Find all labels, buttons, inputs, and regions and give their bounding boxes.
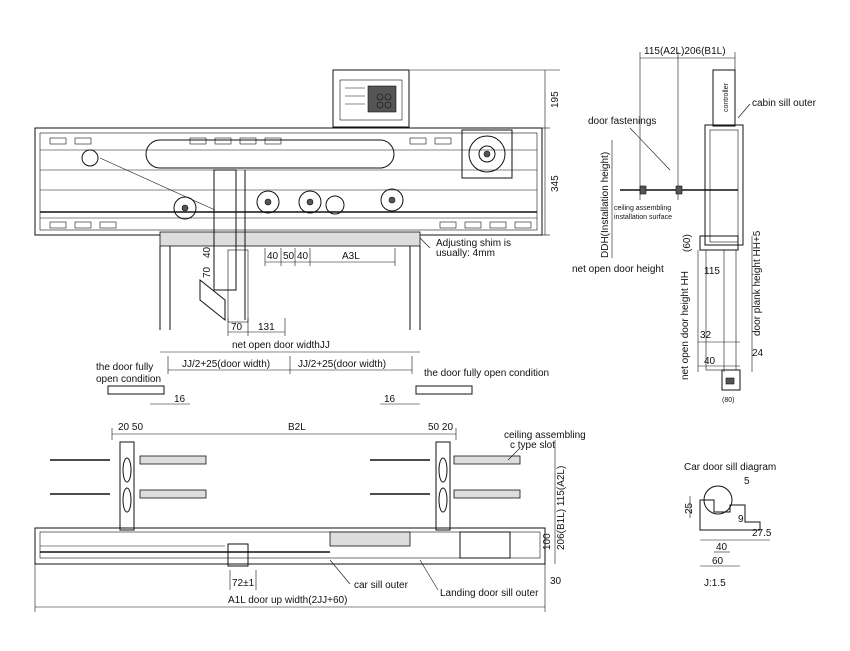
front-dimensions: 195 345 40 50 40 A3L Adjusting shim is u… — [96, 69, 561, 405]
cabin-sill-outer-label: cabin sill outer — [752, 98, 817, 109]
dim-100: 100 — [542, 533, 553, 550]
dim-345: 345 — [550, 175, 561, 192]
dim-40-side: 40 — [704, 356, 716, 367]
landing-sill-outer-label: Landing door sill outer — [440, 588, 539, 599]
side-top-dim: 115(A2L)206(B1L) — [644, 46, 726, 57]
car-sill-outer-label: car sill outer — [354, 580, 409, 591]
dim-70-vertical: 70 — [202, 266, 213, 278]
sill-diagram-title: Car door sill diagram — [684, 462, 776, 473]
sill-dim-60: 60 — [712, 556, 724, 567]
slot-row — [49, 137, 532, 229]
door-width-right: JJ/2+25(door width) — [298, 359, 386, 370]
dim-206-115: 206(B1L) 115(A2L) — [556, 466, 567, 550]
fully-open-right: the door fully open condition — [424, 368, 549, 379]
ceiling-surface-label-1: ceiling assembling — [614, 205, 671, 212]
dim-40-a: 40 — [267, 251, 279, 262]
door-fastenings-label: door fastenings — [588, 116, 656, 127]
dim-32-side: 32 — [700, 330, 712, 341]
motor — [461, 129, 513, 179]
front-view — [34, 69, 543, 330]
ceiling-slot-label-2: c type slot — [510, 440, 555, 451]
installation-height-label: DDH(Installation height) — [600, 152, 611, 258]
sill-dim-40: 40 — [716, 542, 728, 553]
fully-open-left-1: the door fully — [96, 362, 153, 373]
controller-label: controller — [723, 83, 730, 112]
door-plank-height-label: door plank height HH+5 — [752, 230, 763, 336]
dim-30: 30 — [550, 576, 562, 587]
sill-dim-27-5: 27.5 — [752, 528, 772, 539]
dim-20-50-left: 20 50 — [118, 422, 143, 433]
dim-a3l: A3L — [342, 251, 360, 262]
net-open-height-hh-label: net open door height HH — [680, 271, 691, 380]
sill-dim-9: 9 — [738, 514, 744, 525]
dim-131: 131 — [258, 322, 275, 333]
dim-24-side: 24 — [752, 348, 764, 359]
ceiling-surface-label-2: installation surface — [614, 214, 672, 221]
dim-115-side: 115 — [704, 266, 720, 277]
a1l-width-label: A1L door up width(2JJ+60) — [228, 595, 347, 606]
net-open-door-width: net open door widthJJ — [232, 340, 330, 351]
dim-195: 195 — [550, 91, 561, 108]
sill-dim-25: 25 — [684, 502, 695, 514]
dim-40-b: 40 — [297, 251, 309, 262]
door-width-left: JJ/2+25(door width) — [182, 359, 270, 370]
adjusting-shim-label-2: usually: 4mm — [436, 248, 495, 259]
dim-60-side: (60) — [682, 234, 693, 252]
mounting-brackets — [50, 441, 521, 531]
dim-50-20-right: 50 20 — [428, 422, 453, 433]
adjusting-shim-label: Adjusting shim is — [436, 238, 511, 249]
plan-view: 20 50 B2L 50 20 ceiling assembling c typ… — [34, 422, 586, 612]
dim-16-left: 16 — [174, 394, 186, 405]
dim-40-vertical: 40 — [202, 246, 213, 258]
dim-50: 50 — [283, 251, 295, 262]
arm-mechanism — [99, 157, 249, 323]
sill-detail: Car door sill diagram 5 25 9 27.5 40 60 … — [684, 462, 776, 589]
net-open-height-left-label: net open door height — [572, 264, 664, 275]
rollers — [81, 149, 404, 220]
dim-80-side: (80) — [722, 397, 734, 404]
dim-70: 70 — [231, 322, 243, 333]
side-view: 115(A2L)206(B1L) controller cabin sill o… — [572, 46, 817, 404]
dim-72: 72±1 — [232, 578, 255, 589]
ceiling-slot-label-1: ceiling assembling — [504, 430, 586, 441]
fully-open-left-2: open condition — [96, 374, 161, 385]
dim-16-right: 16 — [384, 394, 396, 405]
controller-box — [332, 69, 410, 128]
dim-b2l: B2L — [288, 422, 306, 433]
sill-scale: J:1.5 — [704, 578, 726, 589]
sill-dim-5: 5 — [744, 476, 750, 487]
